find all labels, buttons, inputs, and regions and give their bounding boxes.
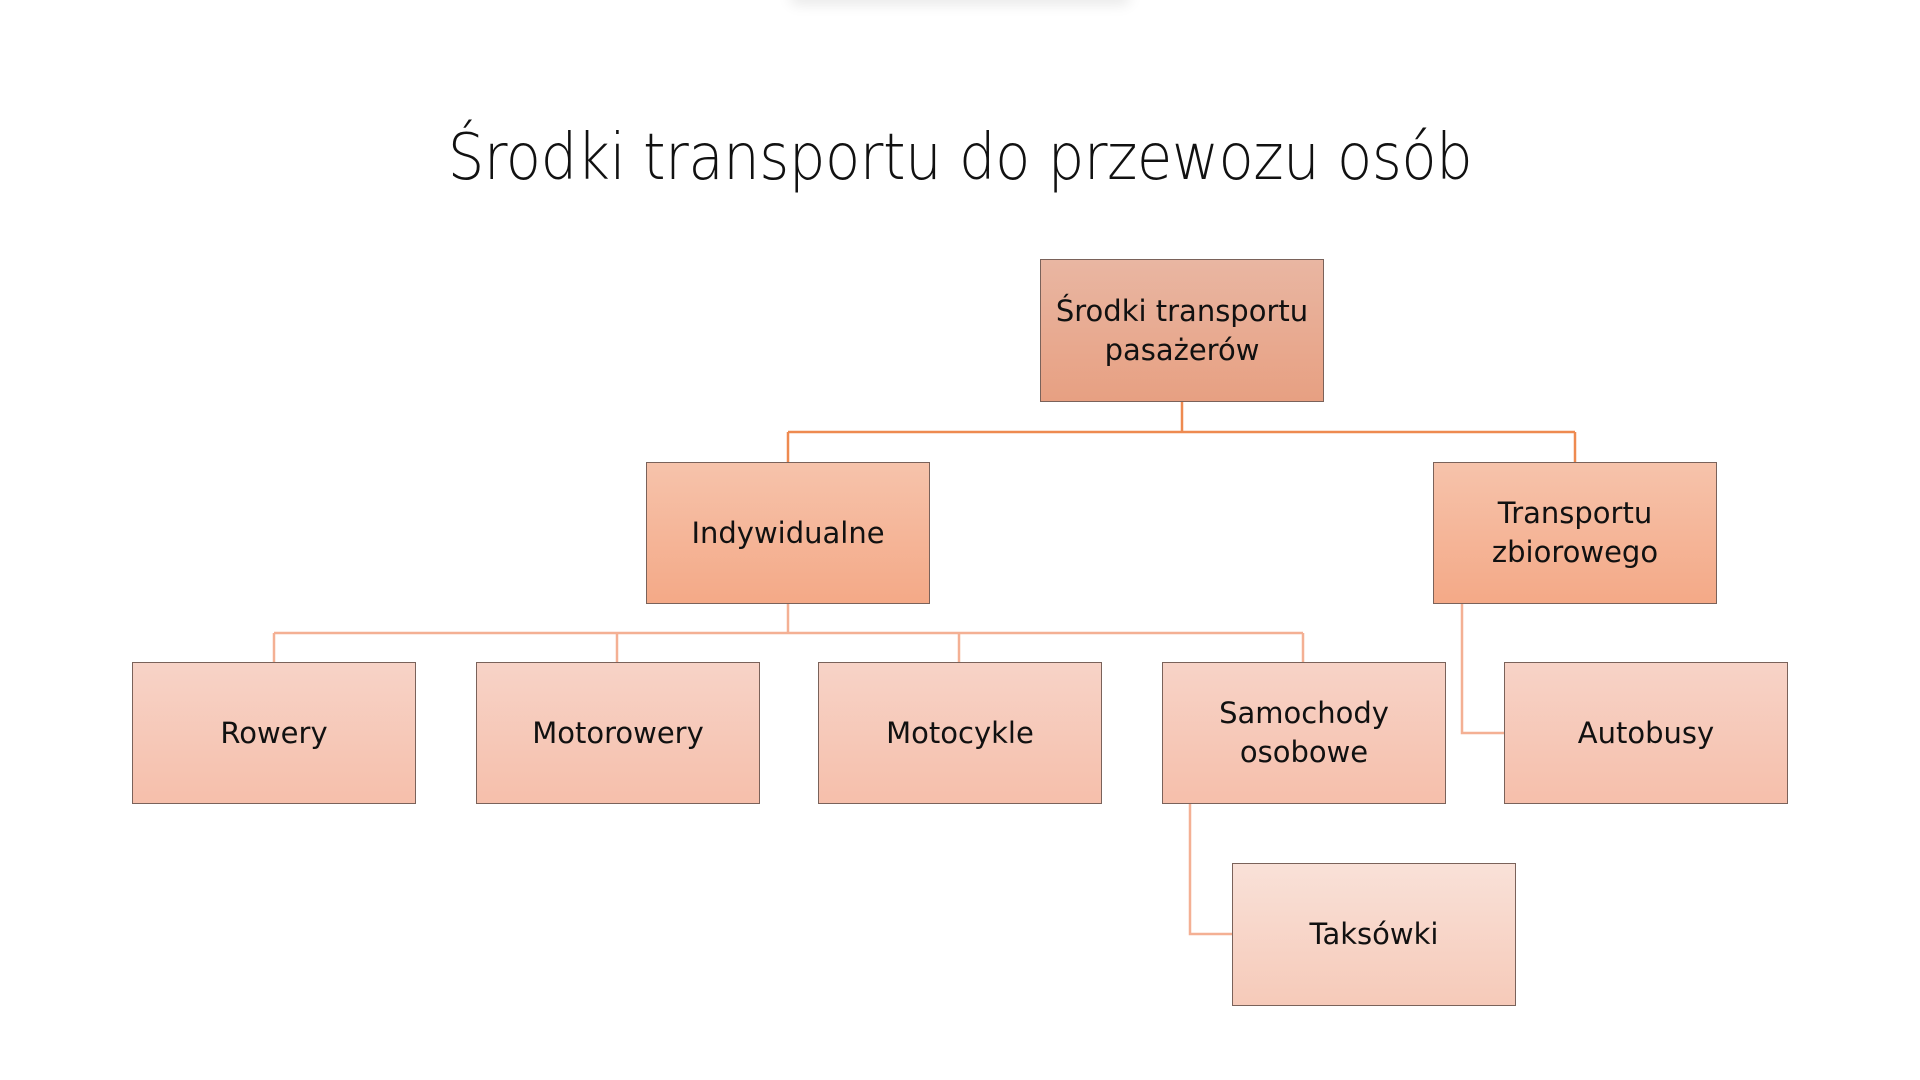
node-collective[interactable]: Transportu zbiorowego [1433,462,1717,604]
node-buses[interactable]: Autobusy [1504,662,1788,804]
collective-connectors [1460,602,1504,735]
node-taxis-label: Taksówki [1309,917,1439,951]
node-mopeds-label: Motorowery [532,715,704,750]
root-connectors [786,402,1577,462]
node-mopeds[interactable]: Motorowery [476,662,760,804]
node-root[interactable]: Środki transportu pasażerów [1040,259,1324,402]
node-motorcycles[interactable]: Motocykle [818,662,1102,804]
individual-connectors [272,602,1305,662]
node-root-label: Środki transportu pasażerów [1055,293,1309,367]
car-connectors [1188,804,1232,936]
node-individual-label: Indywidualne [691,515,885,550]
node-taxis[interactable]: Taksówki [1232,863,1516,1006]
node-individual[interactable]: Indywidualne [646,462,930,604]
node-passenger-cars-label: Samochody osobowe [1219,696,1389,769]
node-buses-label: Autobusy [1577,715,1715,750]
node-bicycles-label: Rowery [220,715,328,750]
node-collective-label: Transportu zbiorowego [1491,496,1659,569]
slide-title: Środki transportu do przewozu osób [447,121,1473,195]
node-bicycles[interactable]: Rowery [132,662,416,804]
node-passenger-cars[interactable]: Samochody osobowe [1162,662,1446,804]
node-motorcycles-label: Motocykle [886,715,1034,750]
